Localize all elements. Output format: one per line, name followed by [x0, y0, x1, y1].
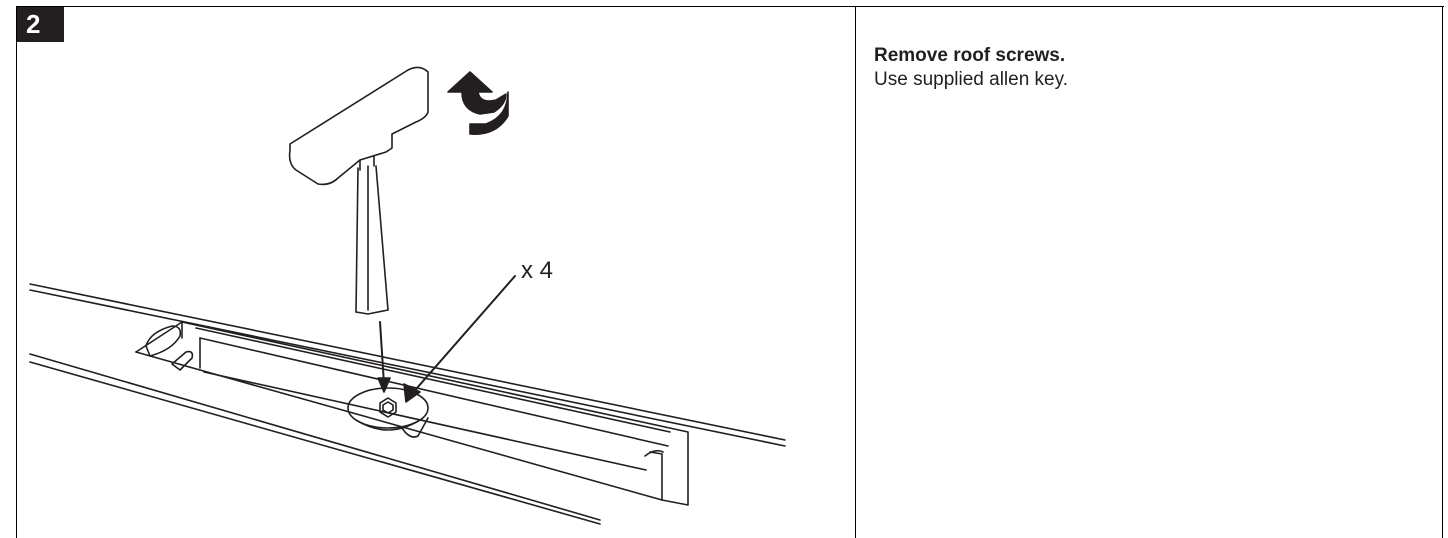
- frame-right-border: [1442, 6, 1443, 538]
- rotate-arrow-icon: [447, 71, 509, 135]
- step-illustration: [29, 66, 786, 525]
- frame-top-border: [16, 6, 1444, 7]
- instructions-panel: Remove roof screws. Use supplied allen k…: [874, 44, 1414, 93]
- frame-left-border: [16, 6, 17, 538]
- allen-key-icon: [288, 66, 429, 315]
- screw-icon: [347, 387, 429, 438]
- column-divider: [855, 6, 856, 538]
- instruction-title: Remove roof screws.: [874, 45, 1066, 66]
- step-number-badge: 2: [17, 7, 64, 42]
- instruction-text: Use supplied allen key.: [874, 69, 1068, 90]
- quantity-label: x 4: [521, 257, 554, 284]
- roof-rail-icon: [29, 283, 786, 525]
